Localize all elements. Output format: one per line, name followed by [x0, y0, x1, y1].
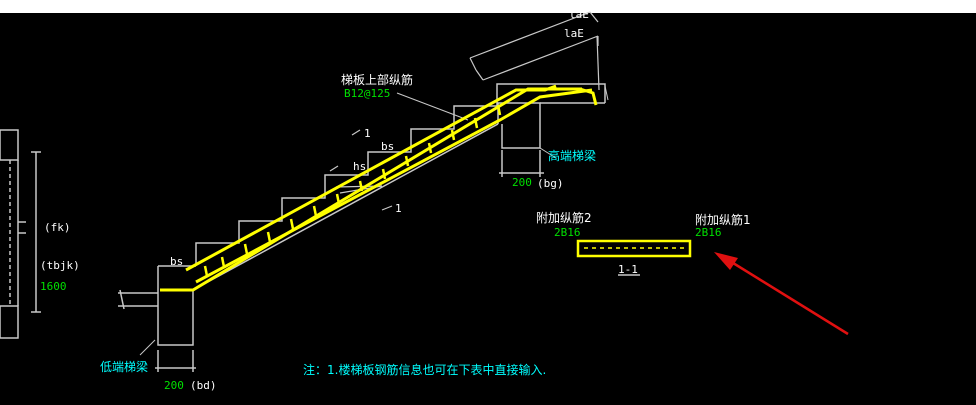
high-beam-width: 200 — [512, 176, 532, 189]
lae-top-label: laE — [569, 8, 589, 21]
note-text: 注：1.楼梯板钢筋信息也可在下表中直接输入. — [303, 362, 546, 377]
hs-label: hs — [353, 160, 366, 173]
bs-bottom-label: bs — [170, 255, 183, 268]
leader-lines — [139, 92, 557, 356]
top-rebar-label: 梯板上部纵筋 — [341, 72, 413, 87]
left-column — [0, 129, 41, 339]
extra-rebar-2-label: 附加纵筋2 — [536, 210, 592, 225]
high-beam-sym: (bg) — [537, 177, 564, 190]
stair-steps-outline — [192, 83, 609, 291]
lae-label: laE — [564, 27, 584, 40]
red-arrow — [714, 252, 849, 336]
low-beam-width: 200 — [164, 379, 184, 392]
slope-mark-1: 1 — [364, 127, 371, 140]
section-1-1 — [576, 239, 692, 276]
tbjk-value: 1600 — [40, 280, 67, 293]
top-rebar-spec: B12@125 — [344, 87, 390, 100]
low-landing — [118, 289, 158, 310]
low-end-beam — [155, 265, 196, 372]
tbjk-label: (tbjk) — [40, 259, 80, 272]
extra-rebar-2-spec: 2B16 — [554, 226, 581, 239]
low-beam-sym: (bd) — [190, 379, 217, 392]
lae-dimensions — [469, 11, 600, 91]
fk-label: (fk) — [44, 221, 71, 234]
rebar-ticks — [203, 104, 502, 277]
top-toolbar-strip — [0, 0, 976, 13]
section-mark: 1-1 — [618, 263, 638, 276]
high-beam-label: 高端梯梁 — [548, 148, 596, 163]
extra-rebar-1-label: 附加纵筋1 — [695, 212, 751, 227]
bs-top-label: bs — [381, 140, 394, 153]
extra-rebar-1-spec: 2B16 — [695, 226, 722, 239]
slope-mark-2: 1 — [395, 202, 402, 215]
low-beam-label: 低端梯梁 — [100, 359, 148, 374]
